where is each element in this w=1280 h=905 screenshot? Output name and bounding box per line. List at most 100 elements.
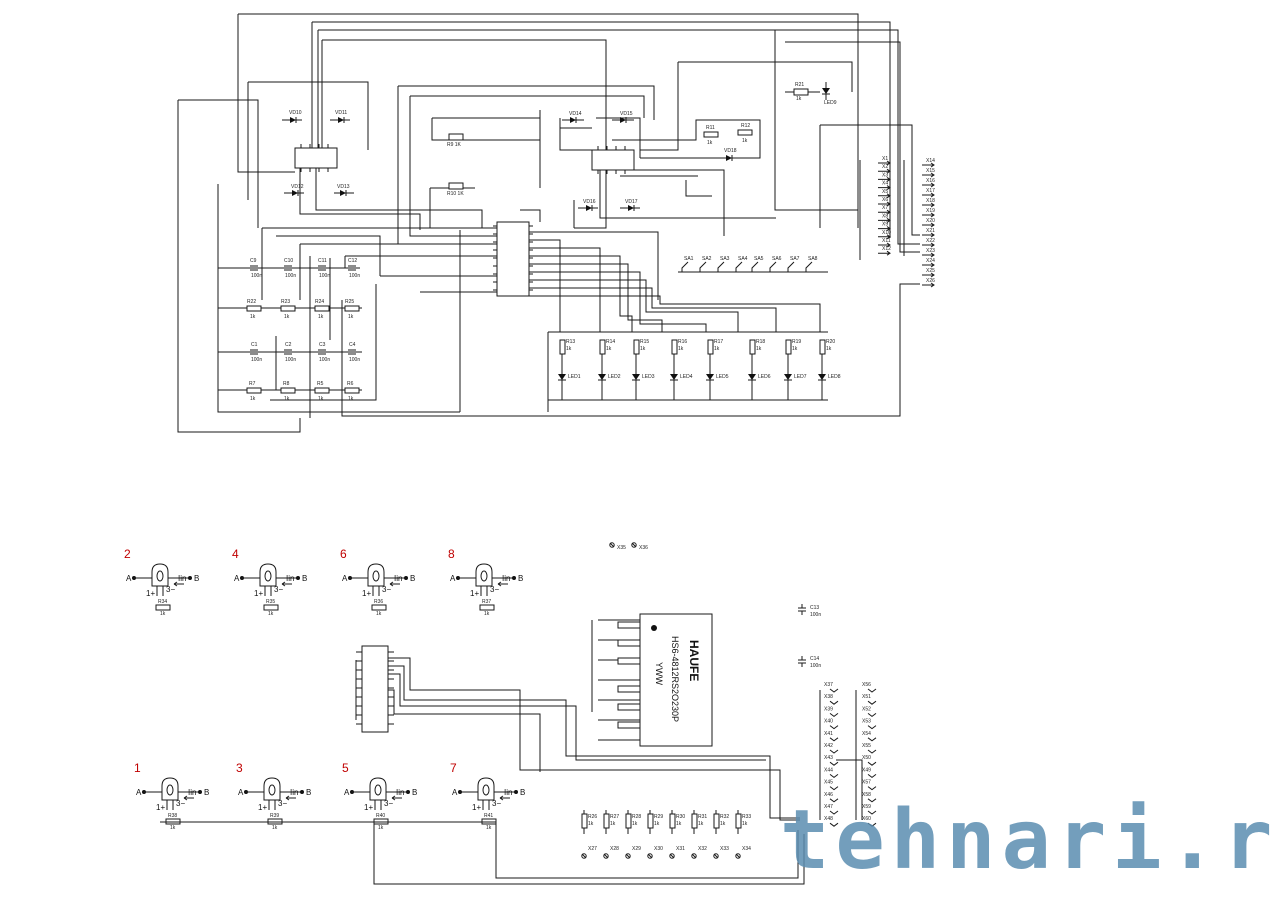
svg-text:VD12: VD12 xyxy=(291,184,304,190)
svg-text:X4: X4 xyxy=(882,181,888,187)
svg-text:X18: X18 xyxy=(926,198,935,204)
svg-text:X11: X11 xyxy=(882,238,891,244)
connector-x2: X2 xyxy=(878,164,891,174)
terminal-x32: X32 xyxy=(691,846,707,859)
upper-ics xyxy=(294,147,635,297)
switch-sa6: SA6 xyxy=(769,256,782,272)
ic-right xyxy=(591,149,635,171)
svg-text:100n: 100n xyxy=(285,357,296,363)
svg-text:X24: X24 xyxy=(926,258,935,264)
capacitor-c13: C13 100n xyxy=(798,604,821,618)
connector-x40: X40 xyxy=(824,719,839,730)
svg-text:R36: R36 xyxy=(374,599,383,605)
svg-text:X45: X45 xyxy=(824,780,833,786)
svg-text:1k: 1k xyxy=(284,314,290,320)
svg-text:R26: R26 xyxy=(588,814,597,820)
connector-x19: X19 xyxy=(922,208,935,218)
dcdc-brand: HAUFE xyxy=(687,640,701,681)
connector-x6: X6 xyxy=(878,197,891,207)
svg-text:X50: X50 xyxy=(862,755,871,761)
connector-x15: X15 xyxy=(922,168,935,178)
svg-text:1k: 1k xyxy=(484,611,490,617)
svg-text:R12: R12 xyxy=(741,123,750,129)
svg-text:100n: 100n xyxy=(285,273,296,279)
svg-text:100n: 100n xyxy=(810,663,821,669)
svg-text:Iin: Iin xyxy=(396,788,404,797)
connector-x7: X7 xyxy=(878,205,891,215)
svg-text:1k: 1k xyxy=(792,346,798,352)
connector-x10: X10 xyxy=(878,230,891,240)
svg-text:100n: 100n xyxy=(319,357,330,363)
connector-x50: X50 xyxy=(862,755,877,766)
svg-text:1k: 1k xyxy=(268,611,274,617)
svg-text:1+: 1+ xyxy=(254,589,263,598)
connector-x55: X55 xyxy=(862,743,877,754)
svg-text:B: B xyxy=(518,574,523,583)
svg-text:1k: 1k xyxy=(654,821,660,827)
svg-text:X47: X47 xyxy=(824,804,833,810)
svg-text:R15: R15 xyxy=(640,339,649,345)
terminal-x35: X35 xyxy=(609,542,626,551)
connector-x9: X9 xyxy=(878,222,891,232)
svg-text:X20: X20 xyxy=(926,218,935,224)
svg-text:Iin: Iin xyxy=(502,574,510,583)
svg-text:B: B xyxy=(204,788,209,797)
svg-text:X37: X37 xyxy=(824,682,833,688)
svg-text:X15: X15 xyxy=(926,168,935,174)
svg-text:X38: X38 xyxy=(824,694,833,700)
svg-text:LED4: LED4 xyxy=(680,374,693,380)
switch-sa2: SA2 xyxy=(699,256,712,272)
svg-text:X28: X28 xyxy=(610,846,619,852)
svg-text:C9: C9 xyxy=(250,258,257,264)
terminal-x31: X31 xyxy=(669,846,685,859)
svg-text:R25: R25 xyxy=(345,299,354,305)
svg-text:1+: 1+ xyxy=(362,589,371,598)
svg-text:LED8: LED8 xyxy=(828,374,841,380)
svg-text:X29: X29 xyxy=(632,846,641,852)
svg-text:B: B xyxy=(306,788,311,797)
switch-sa3: SA3 xyxy=(717,256,730,272)
svg-text:R22: R22 xyxy=(247,299,256,305)
svg-text:X48: X48 xyxy=(824,816,833,822)
led-led9: LED9 xyxy=(822,82,837,106)
svg-text:VD11: VD11 xyxy=(335,110,347,116)
terminal-x28: X28 xyxy=(603,846,619,859)
svg-text:1+: 1+ xyxy=(364,803,373,812)
svg-text:VD15: VD15 xyxy=(620,111,633,117)
svg-text:X5: X5 xyxy=(882,189,888,195)
ic-pins xyxy=(300,144,626,291)
svg-text:SA8: SA8 xyxy=(808,256,818,262)
svg-text:X23: X23 xyxy=(926,248,935,254)
lower-wiring xyxy=(160,619,863,885)
svg-text:X35: X35 xyxy=(617,545,626,551)
svg-text:1k: 1k xyxy=(378,825,384,831)
svg-text:VD18: VD18 xyxy=(724,148,737,154)
svg-text:X49: X49 xyxy=(862,767,871,773)
svg-text:X17: X17 xyxy=(926,188,935,194)
svg-text:C4: C4 xyxy=(349,342,356,348)
resistor-r11: R11 1k xyxy=(703,125,719,146)
terminal-x27: X27 xyxy=(581,846,597,859)
svg-text:1+: 1+ xyxy=(258,803,267,812)
svg-text:R33: R33 xyxy=(742,814,751,820)
svg-text:X1: X1 xyxy=(882,156,888,162)
svg-text:1k: 1k xyxy=(566,346,572,352)
svg-text:1+: 1+ xyxy=(470,589,479,598)
resistor-r21: R21 1k xyxy=(785,82,820,102)
svg-text:100n: 100n xyxy=(349,273,360,279)
svg-text:X53: X53 xyxy=(862,719,871,725)
svg-text:1k: 1k xyxy=(676,821,682,827)
svg-text:3−: 3− xyxy=(490,585,499,594)
